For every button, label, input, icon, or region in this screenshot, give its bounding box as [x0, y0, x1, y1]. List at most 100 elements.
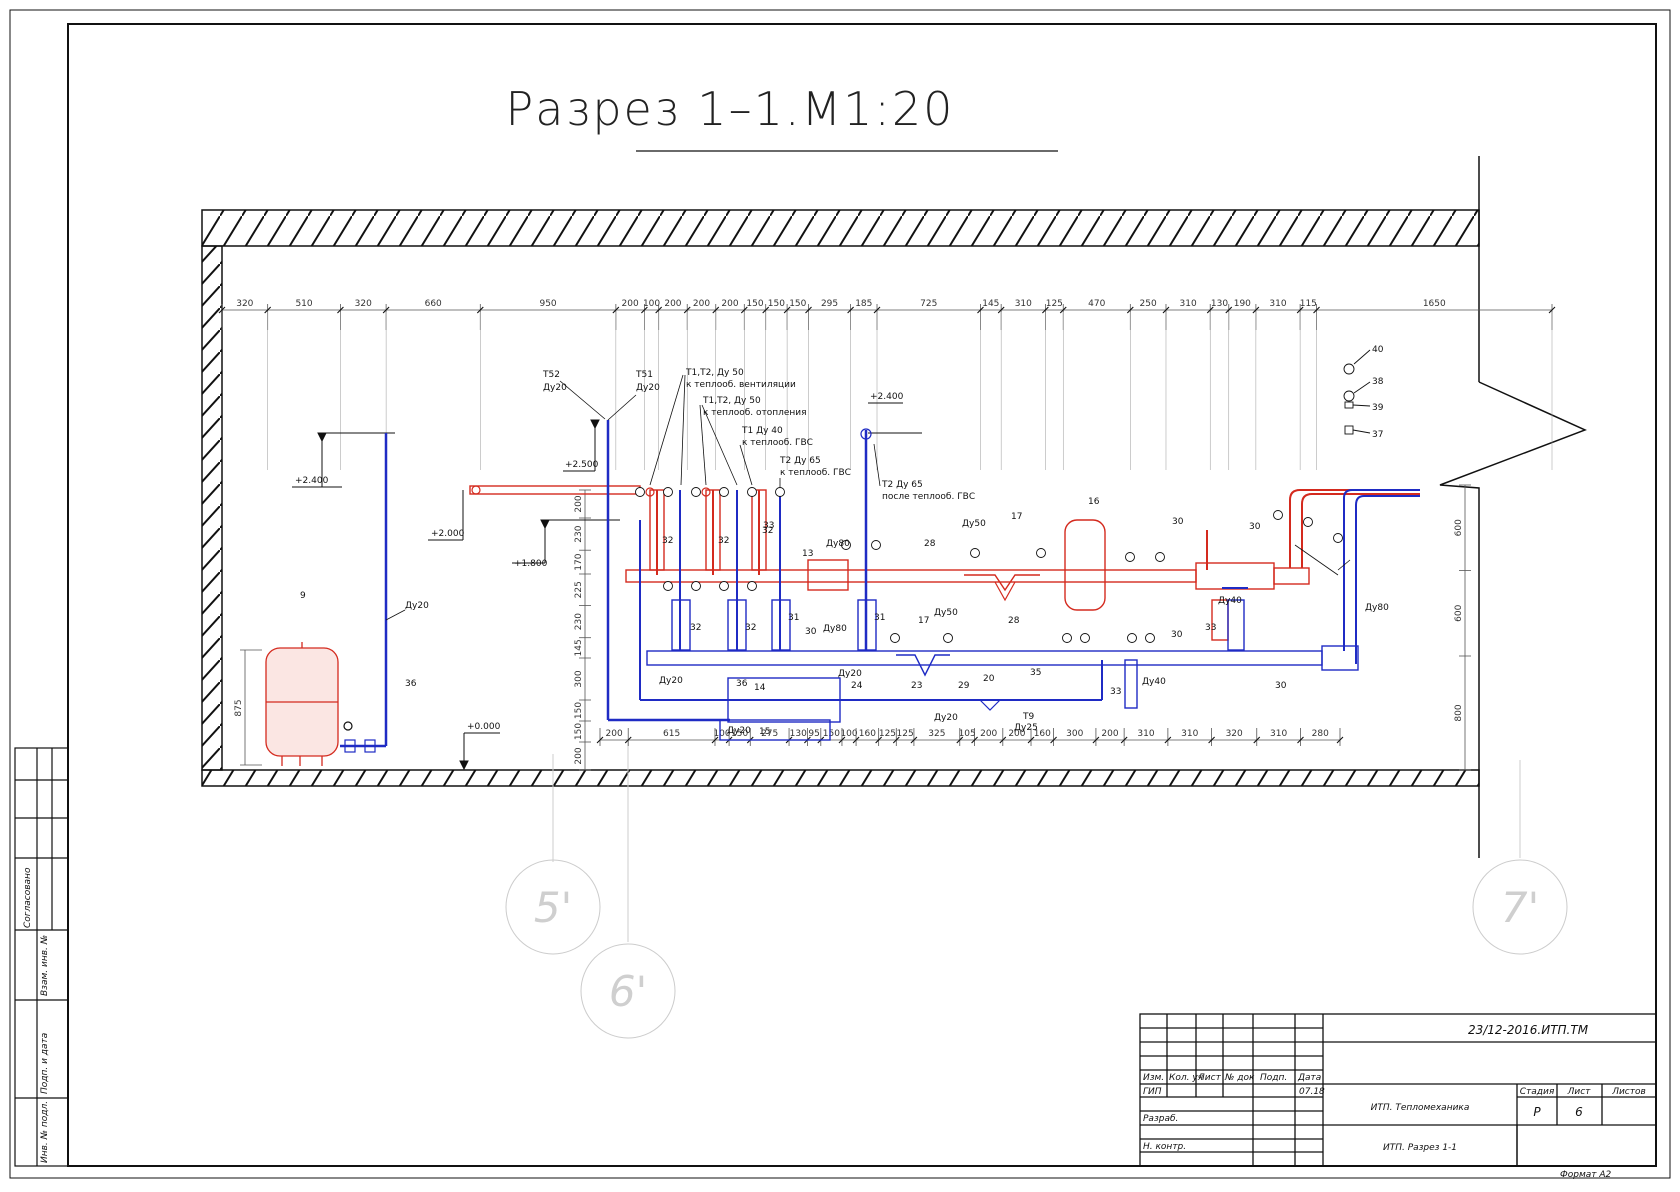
instrument-icon[interactable]	[635, 487, 645, 497]
dim-bottom-value: 100	[713, 729, 730, 739]
pos-28-b: 28	[1008, 616, 1020, 626]
pos-24: 24	[851, 681, 863, 691]
instrument-icon[interactable]	[1080, 633, 1090, 643]
label-dn50-a: Ду50	[962, 519, 986, 529]
dim-bottom-serif	[875, 736, 883, 744]
dim-bottom-value: 200	[1008, 729, 1025, 739]
dim-bottom-value: 310	[1181, 729, 1198, 739]
label-dn20-b: Ду20	[838, 669, 862, 679]
instrument-icon[interactable]	[691, 581, 701, 591]
level-marks	[292, 402, 922, 771]
instrument-icon[interactable]	[775, 487, 785, 497]
instrument-icon[interactable]	[663, 581, 673, 591]
dim-bottom-serif	[596, 736, 604, 744]
dim-bottom-serif	[1092, 736, 1100, 744]
pos-29: 29	[958, 681, 970, 691]
instrument-icon[interactable]	[1036, 548, 1046, 558]
instrument-icon[interactable]	[1127, 633, 1137, 643]
instrument-icon[interactable]	[719, 581, 729, 591]
outer-frame	[9, 9, 1671, 1179]
dim-top-serif	[1225, 306, 1233, 314]
axis-grid	[505, 740, 1568, 1039]
pos-37: 37	[1372, 430, 1383, 440]
return-pipelines	[606, 420, 1420, 741]
label-dn80-a: Ду80	[826, 539, 850, 549]
tb-gip: ГИП	[1143, 1087, 1162, 1097]
dim-top-value: 150	[746, 299, 763, 309]
instrument-icon[interactable]	[1303, 517, 1313, 527]
dim-bottom-serif	[1253, 736, 1261, 744]
tb-col-sign: Подп.	[1260, 1073, 1287, 1083]
dim-bottom-value: 95	[808, 729, 819, 739]
pos-32-a: 32	[662, 536, 673, 546]
dim-top-serif	[218, 306, 226, 314]
dim-top-value: 185	[855, 299, 872, 309]
axis-6-label: 6'	[609, 967, 647, 1016]
dim-right-value: 600	[1454, 604, 1464, 621]
tank-valve-36[interactable]	[343, 721, 376, 753]
pos-23: 23	[911, 681, 922, 691]
dim-left-value: 145	[574, 639, 584, 656]
level-2400-left: +2.400	[295, 476, 329, 486]
instrument-icon[interactable]	[747, 581, 757, 591]
dim-bottom-value: 300	[1066, 729, 1083, 739]
dim-top-serif	[783, 306, 791, 314]
dim-bottom-serif	[1208, 736, 1215, 744]
instrument-icon[interactable]	[1155, 552, 1165, 562]
level-2000: +2.000	[431, 529, 465, 539]
instrument-icon[interactable]	[890, 633, 900, 643]
tb-doc-code: 23/12-2016.ИТП.ТМ	[1468, 1023, 1589, 1037]
tb-col-date: Дата	[1297, 1073, 1321, 1083]
label-vent-note: к теплооб. вентиляции	[686, 380, 796, 390]
instrument-icon[interactable]	[663, 487, 673, 497]
dim-bottom-serif	[956, 736, 964, 744]
axis-6-bubble	[580, 943, 676, 1039]
instrument-icon[interactable]	[691, 487, 701, 497]
instrument-icon[interactable]	[1145, 633, 1155, 643]
instrument-icon[interactable]	[1062, 633, 1072, 643]
instrument-icon[interactable]	[719, 487, 729, 497]
dim-right-value: 600	[1454, 519, 1464, 536]
dim-bottom-value: 320	[1226, 729, 1243, 739]
label-dn20-riser: Ду20	[405, 601, 429, 611]
instrument-icon[interactable]	[970, 548, 980, 558]
pos-40: 40	[1372, 345, 1384, 355]
dim-bottom-serif	[624, 736, 632, 744]
axis-5-bubble	[505, 859, 601, 955]
pos-39: 39	[1372, 403, 1384, 413]
dim-top-serif	[712, 306, 720, 314]
dim-bottom-value: 105	[959, 729, 976, 739]
dim-top-value: 1650	[1423, 299, 1446, 309]
dim-tank-875: 875	[234, 699, 244, 716]
tb-col-izm: Изм.	[1143, 1073, 1164, 1083]
dim-top-serif	[264, 306, 272, 314]
title-block	[1139, 1013, 1657, 1167]
instrument-icon[interactable]	[747, 487, 757, 497]
dim-top-value: 660	[425, 299, 442, 309]
side-stamp	[14, 747, 69, 1167]
dim-left-value: 225	[574, 581, 584, 598]
dim-top-value: 145	[982, 299, 999, 309]
label-dn25: Ду25	[1014, 723, 1038, 733]
instrument-icon[interactable]	[1333, 533, 1343, 543]
side-inv: Инв. № подл.	[40, 1101, 50, 1163]
tb-stage: Р	[1533, 1105, 1541, 1119]
level-0000: +0.000	[467, 722, 501, 732]
dim-top-value: 310	[1015, 299, 1032, 309]
tb-format: Формат А2	[1560, 1170, 1612, 1180]
expansion-tank[interactable]	[265, 642, 339, 766]
instrument-icon[interactable]	[943, 633, 953, 643]
dim-top-serif	[805, 306, 812, 314]
dim-top-value: 150	[789, 299, 806, 309]
instrument-icon[interactable]	[1273, 510, 1283, 520]
instrument-icon[interactable]	[871, 540, 881, 550]
dim-top-serif	[740, 306, 748, 314]
axis-7-label: 7'	[1501, 883, 1539, 932]
instrument-icon[interactable]	[841, 540, 851, 550]
instrument-icon[interactable]	[1125, 552, 1135, 562]
dim-bottom-value: 275	[761, 729, 778, 739]
dim-top-value: 310	[1269, 299, 1286, 309]
label-t51-dn: Ду20	[636, 383, 660, 393]
